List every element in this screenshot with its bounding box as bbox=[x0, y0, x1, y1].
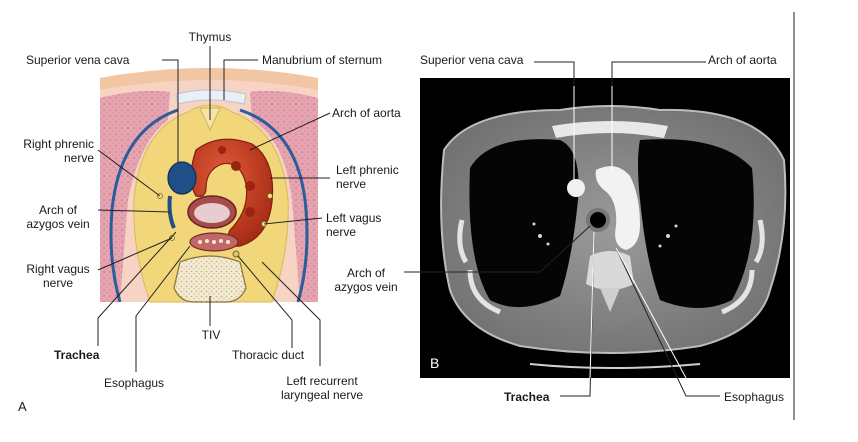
label-trachea-a: Trachea bbox=[54, 348, 100, 362]
muscle-left bbox=[100, 90, 170, 302]
label-arch-of-aorta-a: Arch of aorta bbox=[332, 106, 401, 120]
label-tiv: TIV bbox=[201, 328, 221, 342]
label-superior-vena-cava-b: Superior vena cava bbox=[420, 53, 524, 67]
label-esophagus-b: Esophagus bbox=[724, 390, 785, 404]
ct-right-lung bbox=[469, 139, 579, 308]
svc-shape bbox=[167, 161, 197, 195]
pleura-left bbox=[109, 108, 179, 303]
azygos-shape bbox=[167, 195, 176, 229]
label-trachea-b: Trachea bbox=[504, 390, 550, 404]
label-superior-vena-cava-a: Superior vena cava bbox=[26, 53, 130, 67]
label-manubrium: Manubrium of sternum bbox=[262, 53, 383, 67]
ct-left-lung bbox=[638, 139, 754, 308]
panel-a-leaders bbox=[97, 46, 331, 372]
panel-b-letter: B bbox=[430, 355, 440, 371]
ct-aorta bbox=[595, 166, 640, 250]
label-thoracic-duct: Thoracic duct bbox=[232, 348, 305, 362]
panel-a-letter: A bbox=[18, 399, 27, 414]
ct-svc bbox=[567, 179, 585, 197]
label-thymus: Thymus bbox=[188, 30, 232, 44]
skin-layer bbox=[100, 68, 318, 90]
muscle-right bbox=[250, 90, 318, 302]
label-esophagus-a: Esophagus bbox=[104, 376, 165, 390]
pleura-right bbox=[239, 108, 309, 303]
manubrium bbox=[175, 89, 247, 105]
aorta-arch bbox=[190, 138, 274, 247]
vertebra-tiv bbox=[173, 255, 247, 303]
label-arch-of-aorta-b: Arch of aorta bbox=[708, 53, 777, 67]
panel-a-illustration bbox=[100, 68, 318, 303]
panel-b-ct bbox=[420, 78, 790, 378]
